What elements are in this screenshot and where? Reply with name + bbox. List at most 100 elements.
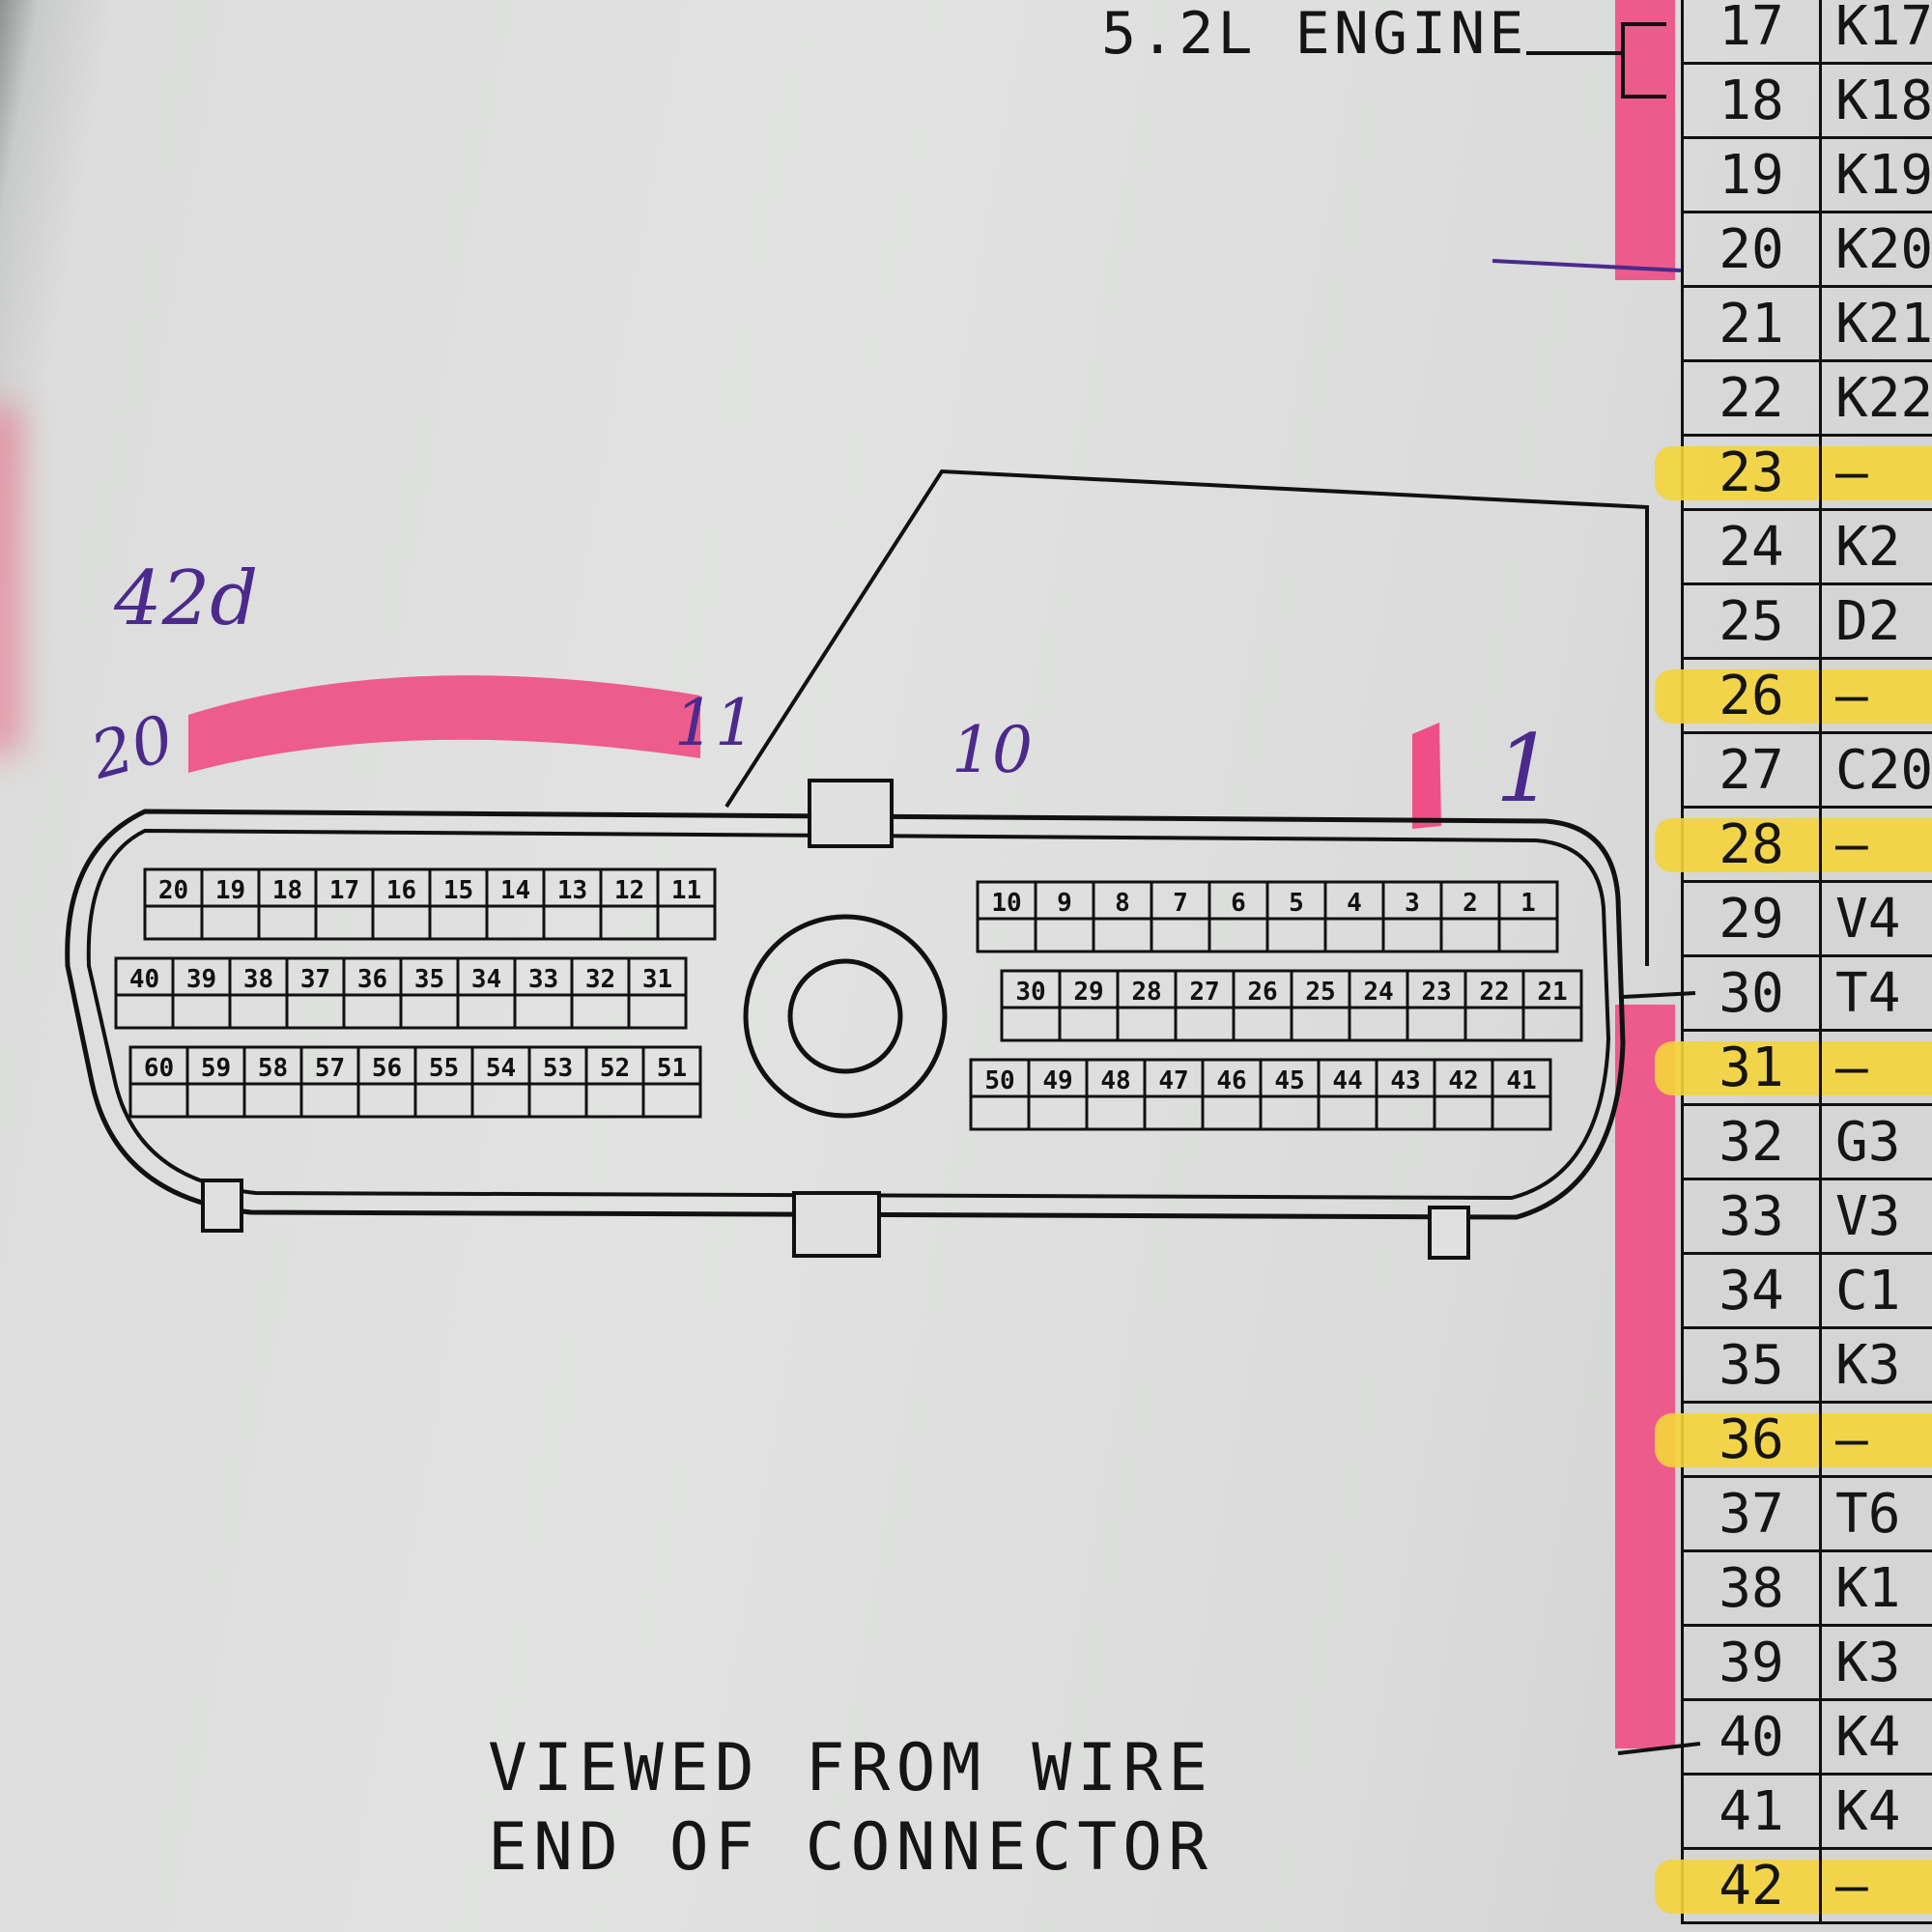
connector-pin-label: 19 — [215, 876, 245, 905]
pin-circuit-code: K4 — [1835, 1779, 1901, 1843]
pin-cavity — [570, 993, 631, 1030]
connector-top-latch — [808, 779, 894, 848]
pin-cavity — [513, 993, 574, 1030]
pin-cavity — [413, 1082, 474, 1119]
pin-circuit-code: K4 — [1835, 1705, 1901, 1769]
pin-cavity — [527, 1082, 588, 1119]
pin-cavity — [969, 1094, 1031, 1131]
pin-number: 18 — [1684, 65, 1822, 136]
connector-pin-label: 26 — [1247, 978, 1277, 1007]
connector-pin-label: 54 — [486, 1054, 516, 1083]
connector-housing-top — [724, 469, 1649, 966]
pin-cavity — [185, 1082, 246, 1119]
pin-circuit-code: K21 — [1835, 292, 1932, 355]
pin-circuit-code: C1 — [1835, 1259, 1901, 1322]
pin-number: 30 — [1684, 957, 1822, 1029]
pin-circuit-code: — — [1835, 664, 1868, 727]
pin-cavity — [1150, 917, 1211, 953]
connector-inner-shell — [86, 828, 1611, 1201]
pin-cavity — [356, 1082, 417, 1119]
pin-number: 37 — [1684, 1478, 1822, 1549]
pin-cavity — [114, 993, 175, 1030]
connector-pin-label: 31 — [642, 965, 672, 994]
pin-number: 27 — [1684, 734, 1822, 806]
pin-cavity — [1323, 917, 1385, 953]
pin-cavity — [1116, 1006, 1178, 1042]
pin-cavity — [1265, 917, 1327, 953]
connector-pin-label: 1 — [1520, 889, 1536, 918]
pin-number: 21 — [1684, 288, 1822, 359]
pin-cavity — [1290, 1006, 1351, 1042]
connector-pin-label: 36 — [357, 965, 387, 994]
connector-pin-label: 11 — [671, 876, 701, 905]
pin-circuit-code: K3 — [1835, 1631, 1901, 1694]
connector-pin-label: 44 — [1332, 1066, 1362, 1095]
pin-cavity — [1058, 1006, 1120, 1042]
pin-circuit-code: D2 — [1835, 589, 1901, 653]
connector-pin-label: 27 — [1189, 978, 1219, 1007]
pin-number: 29 — [1684, 883, 1822, 954]
connector-pin-label: 52 — [600, 1054, 630, 1083]
handwritten-42d: 42d — [114, 555, 259, 642]
pin-table-row: 36— — [1655, 1404, 1932, 1478]
connector-pin-label: 14 — [500, 876, 530, 905]
pin-cavity — [228, 993, 289, 1030]
connector-pin-label: 38 — [243, 965, 273, 994]
pin-cavity — [257, 904, 318, 941]
connector-pin-label: 8 — [1115, 889, 1130, 918]
connector-pin-label: 59 — [201, 1054, 231, 1083]
pin-circuit-code: — — [1835, 1036, 1868, 1099]
pin-cavity — [428, 904, 489, 941]
connector-pin-label: 18 — [272, 876, 302, 905]
pin-circuit-code: K19 — [1835, 143, 1932, 207]
pin-cavity — [1497, 917, 1559, 953]
pin-cavity — [299, 1082, 360, 1119]
connector-pin-label: 25 — [1305, 978, 1335, 1007]
pin-number: 41 — [1684, 1776, 1822, 1847]
connector-caption: VIEWED FROM WIRE END OF CONNECTOR — [488, 1729, 1213, 1888]
pin-cavity — [1491, 1094, 1552, 1131]
pin-circuit-code: — — [1835, 1407, 1868, 1471]
connector-pin-label: 15 — [443, 876, 473, 905]
pin-cavity — [285, 993, 346, 1030]
pin-cavity — [1034, 917, 1095, 953]
pin-circuit-code: C20 — [1835, 738, 1932, 802]
pin-number: 24 — [1684, 511, 1822, 582]
pin-cavity — [641, 1082, 702, 1119]
connector-pin-label: 2 — [1463, 889, 1478, 918]
pink-marker-tick — [1412, 723, 1441, 829]
handwritten-11: 11 — [674, 686, 755, 760]
pin-table-row: 23— — [1655, 437, 1932, 511]
pin-table-row: 42— — [1655, 1850, 1932, 1924]
pin-cavity — [1143, 1094, 1205, 1131]
pin-number: 38 — [1684, 1552, 1822, 1624]
pink-marker-top-bar — [188, 675, 700, 773]
connector-pin-label: 50 — [984, 1066, 1014, 1095]
connector-pin-label: 24 — [1363, 978, 1393, 1007]
pin-table-row: 31— — [1655, 1032, 1932, 1106]
pin-number: 36 — [1684, 1404, 1822, 1475]
pin-number: 22 — [1684, 362, 1822, 434]
connector-pin-label: 53 — [543, 1054, 573, 1083]
handwritten-1: 1 — [1495, 715, 1555, 823]
connector-pin-label: 35 — [414, 965, 444, 994]
connector-pin-label: 30 — [1015, 978, 1045, 1007]
pin-cavity — [470, 1082, 531, 1119]
pin-circuit-code: K22 — [1835, 366, 1932, 430]
pin-number: 20 — [1684, 213, 1822, 285]
connector-pin-label: 6 — [1231, 889, 1246, 918]
pin-cavity — [599, 904, 660, 941]
pin-circuit-code: G3 — [1835, 1110, 1901, 1174]
